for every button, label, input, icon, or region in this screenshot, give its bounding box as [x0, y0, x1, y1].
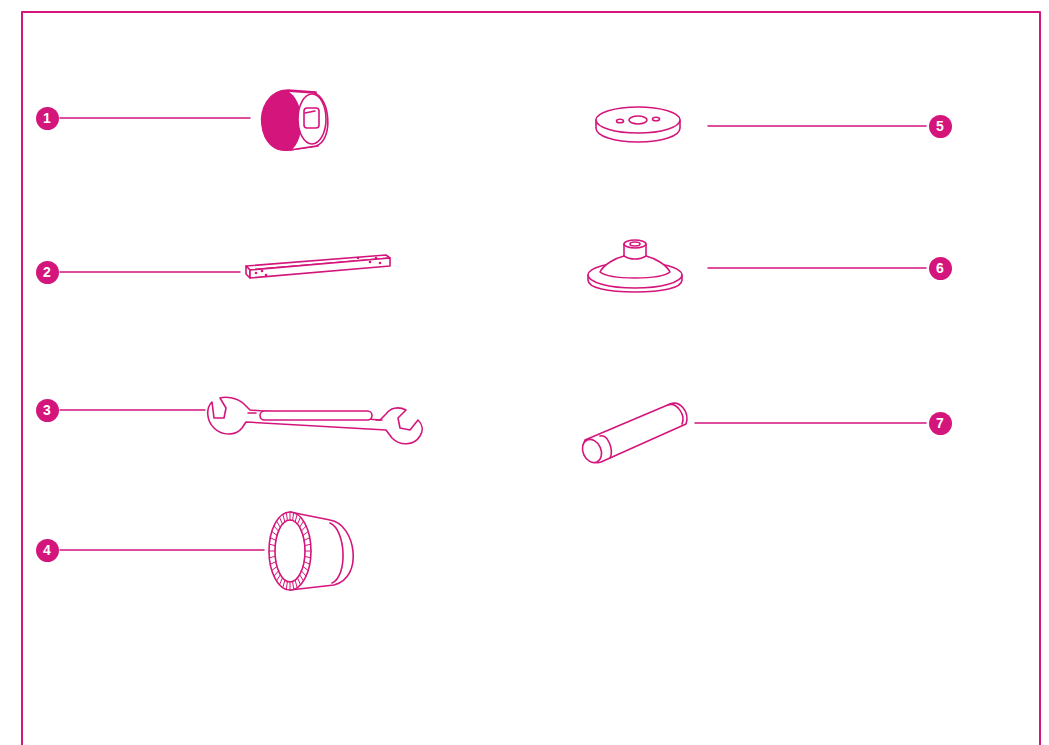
knurl-stroke: [303, 532, 308, 536]
knurl-stroke: [293, 582, 294, 590]
knurl-stroke: [286, 513, 287, 521]
knurl-stroke: [272, 567, 277, 571]
knurl-stroke: [283, 580, 285, 588]
disc-part: [596, 107, 680, 142]
knurl-stroke: [270, 562, 276, 565]
callout-number: 6: [929, 257, 952, 280]
stepped-cone-part: [588, 240, 682, 292]
knurl-stroke: [298, 517, 301, 524]
knurl-stroke: [272, 532, 277, 536]
callout-number: 2: [36, 261, 59, 284]
frame-border: [22, 12, 1040, 745]
knurl-stroke: [269, 544, 275, 545]
knurl-stroke: [300, 575, 304, 581]
knurl-stroke: [295, 514, 297, 522]
knurl-stroke: [300, 521, 304, 527]
callout-number: 4: [36, 539, 59, 562]
knurl-stroke: [304, 538, 310, 541]
knurl-stroke: [290, 582, 291, 590]
callout-number: 3: [36, 399, 59, 422]
square-bar-part: [246, 255, 390, 278]
knurl-stroke: [298, 578, 301, 585]
knurl-stroke: [269, 556, 275, 557]
knurl-stroke: [280, 517, 283, 524]
knurl-stroke: [305, 551, 311, 552]
leader-lines: [60, 118, 926, 550]
knurl-stroke: [277, 575, 281, 581]
knurl-stroke: [293, 513, 294, 521]
fuse-part: [579, 403, 687, 465]
knurl-stroke: [301, 571, 306, 576]
knurl-stroke: [304, 562, 310, 565]
knurl-stroke: [274, 526, 279, 531]
callout-number: 5: [929, 115, 952, 138]
knurl-stroke: [277, 521, 281, 527]
knurl-stroke: [286, 582, 287, 590]
knurl-stroke: [274, 571, 279, 576]
knurl-stroke: [283, 514, 285, 522]
knurl-stroke: [305, 544, 311, 545]
wrench-part: [208, 397, 422, 444]
knurling: [269, 512, 311, 590]
knurl-stroke: [290, 512, 291, 520]
knurl-stroke: [269, 551, 275, 552]
callout-number: 1: [36, 107, 59, 130]
knob-part: [262, 90, 328, 150]
callout-number: 7: [929, 412, 952, 435]
knurl-stroke: [303, 567, 308, 571]
knurl-stroke: [270, 538, 276, 541]
knurled-wheel-part: [269, 512, 353, 590]
knurl-stroke: [301, 526, 306, 531]
knurl-stroke: [280, 578, 283, 585]
knurl-stroke: [305, 556, 311, 557]
knurl-stroke: [295, 580, 297, 588]
